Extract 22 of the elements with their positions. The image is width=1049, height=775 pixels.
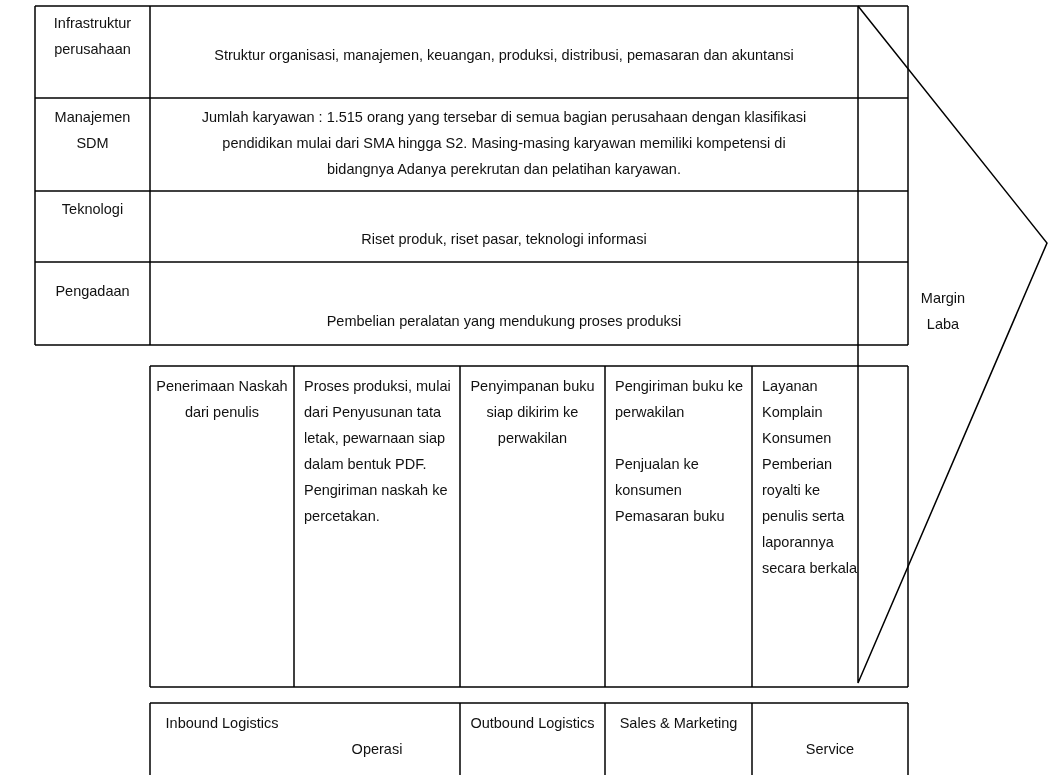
cell-text: Pemberian royalti ke penulis serta laporannya secara berkala — [761, 455, 859, 578]
cell-text: Layanan Komplain Konsumen — [761, 377, 833, 448]
row-heading: Pengadaan — [54, 282, 131, 301]
cell-text: Jumlah karyawan : 1.515 orang yang tersebar di semua bagian perusahaan dengan klasifikasi pendidikan mulai dari SMA hingga S2. Masing-masing karyawan memiliki kompetensi di bidangnya Adanya perekrutan dan pelatihan karyawan. — [200, 108, 808, 179]
margin-label: Margin Laba — [919, 289, 967, 334]
column-heading: Outbound Logistics — [469, 714, 596, 733]
column-heading: Sales & Marketing — [618, 714, 739, 733]
cell-text: Struktur organisasi, manajemen, keuangan, produksi, distribusi, pemasaran dan akuntansi — [213, 46, 795, 65]
row-heading: Infrastruktur perusahaan — [52, 14, 133, 59]
cell-text: Penyimpanan buku siap dikirim ke perwakilan — [469, 377, 596, 448]
row-heading: Teknologi — [60, 200, 125, 219]
column-heading: Operasi — [350, 740, 404, 759]
cell-text: Riset produk, riset pasar, teknologi informasi — [360, 230, 648, 249]
row-heading: Manajemen SDM — [53, 108, 132, 153]
cell-text: Pengiriman buku ke perwakilan — [614, 377, 745, 422]
cell-text: Proses produksi, mulai dari Penyusunan tata letak, pewarnaan siap dalam bentuk PDF. Pengiriman naskah ke percetakan. — [303, 377, 452, 526]
cell-text: Pemasaran buku — [614, 507, 726, 526]
cell-text: Pembelian peralatan yang mendukung proses produksi — [325, 312, 683, 331]
cell-text: Penjualan ke konsumen — [614, 455, 700, 500]
column-heading: Inbound Logistics — [164, 714, 280, 733]
cell-text: Penerimaan Naskah dari penulis — [155, 377, 289, 422]
column-heading: Service — [804, 740, 856, 759]
